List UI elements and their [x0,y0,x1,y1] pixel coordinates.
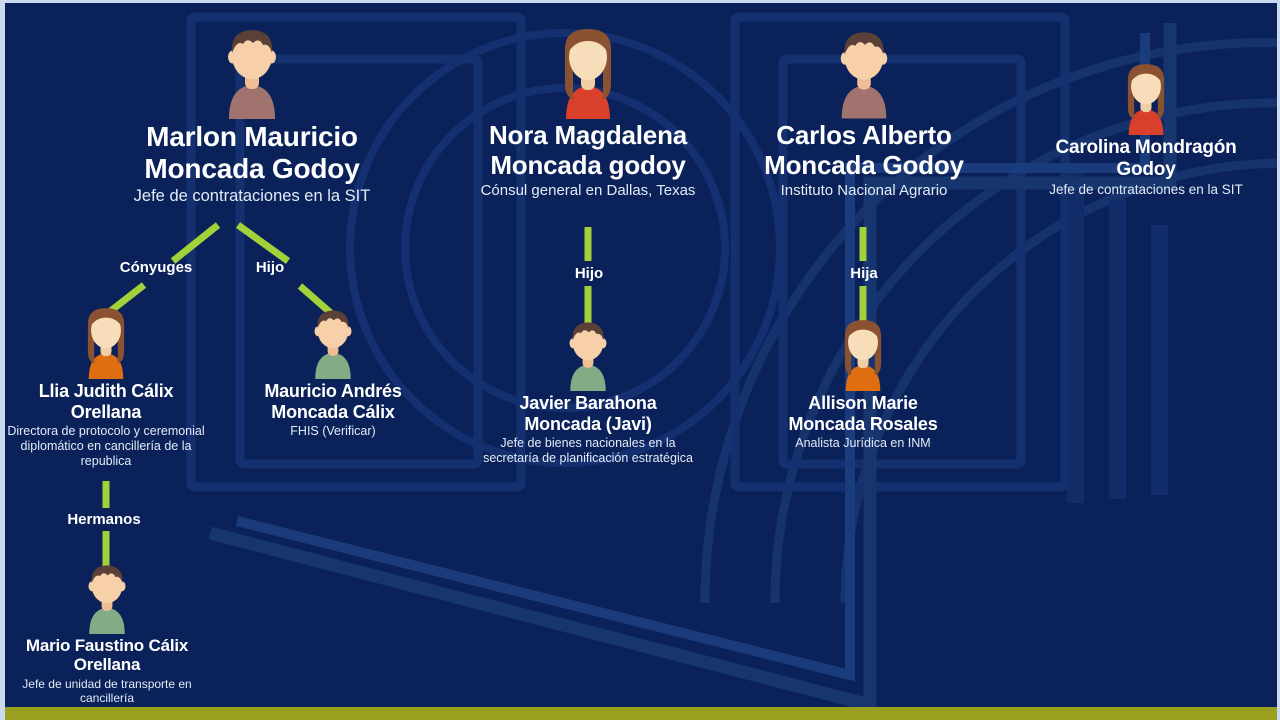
person-node-carlos[interactable]: Carlos Alberto Moncada Godoy Instituto N… [738,25,990,200]
relation-label-hijo-nora: Hijo [574,265,604,282]
person-name: Llia Judith Cálix Orellana [38,381,174,422]
person-role: Analista Jurídica en INM [795,436,931,451]
person-role: Jefe de unidad de transporte en cancille… [22,676,192,706]
male-avatar [228,30,276,119]
person-name: Javier Barahona Moncada (Javi) [519,393,657,434]
bottom-accent-bar [5,707,1277,720]
relation-label-hermanos: Hermanos [67,511,141,528]
person-node-llia[interactable]: Llia Judith Cálix Orellana Directora de … [6,305,206,469]
male-avatar [569,322,607,391]
relation-label-hijo-marlon: Hijo [255,259,285,276]
person-node-allison[interactable]: Allison Marie Moncada Rosales Analista J… [763,317,963,451]
person-name: Mario Faustino Cálix Orellana [25,636,189,675]
person-node-mauricio[interactable]: Mauricio Andrés Moncada Cálix FHIS (Veri… [233,305,433,439]
female-avatar [844,320,882,391]
female-avatar [565,29,611,119]
person-node-nora[interactable]: Nora Magdalena Moncada godoy Cónsul gene… [443,25,733,200]
person-role: Jefe de contrataciones en la SIT [1049,182,1243,198]
link-marlon-llia-upper [170,222,221,264]
female-avatar [1127,64,1165,135]
person-name: Carolina Mondragón Godoy [1055,137,1237,180]
person-name: Carlos Alberto Moncada Godoy [764,120,964,180]
male-avatar [314,310,352,379]
person-role: Cónsul general en Dallas, Texas [480,182,696,200]
link-marlon-mauricio-upper [235,222,291,264]
relation-label-hija-carlos: Hija [850,265,878,282]
person-node-carolina[interactable]: Carolina Mondragón Godoy Jefe de contrat… [1026,61,1266,199]
person-node-javier[interactable]: Javier Barahona Moncada (Javi) Jefe de b… [478,317,698,466]
person-name: Marlon Mauricio Moncada Godoy [144,121,360,184]
person-node-marlon[interactable]: Marlon Mauricio Moncada Godoy Jefe de co… [89,23,415,207]
male-avatar [88,565,126,634]
person-role: Instituto Nacional Agrario [780,182,948,200]
person-node-mario[interactable]: Mario Faustino Cálix Orellana Jefe de un… [9,560,205,706]
male-avatar [840,32,888,119]
person-name: Nora Magdalena Moncada godoy [488,120,688,180]
person-role: Jefe de contrataciones en la SIT [133,186,371,205]
female-avatar [87,308,125,379]
person-role: Jefe de bienes nacionales en la secretar… [483,436,693,466]
person-name: Allison Marie Moncada Rosales [788,393,938,434]
person-role: Directora de protocolo y ceremonial dipl… [7,424,205,469]
relation-label-conyuges: Cónyuges [119,259,193,276]
person-role: FHIS (Verificar) [290,424,376,439]
person-name: Mauricio Andrés Moncada Cálix [264,381,402,422]
